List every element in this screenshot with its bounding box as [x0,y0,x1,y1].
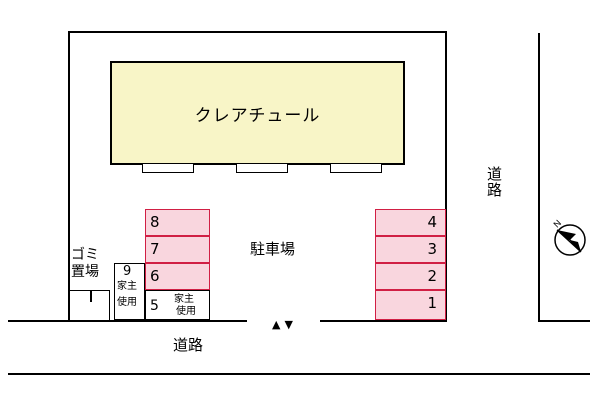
parking-slot-3: 3 [375,236,446,263]
balcony [142,164,194,173]
slot-number: 5 [150,298,159,314]
road-south-label: 道路 [173,336,204,354]
slot-number: 8 [150,213,160,231]
garbage-label: ゴミ 置場 [71,247,99,281]
owner-use-note: 使用 [176,306,196,317]
owner-use-note: 家主 [117,281,137,292]
parking-label: 駐車場 [250,240,296,258]
garbage-label-line: 置場 [71,264,99,280]
parking-slot-2: 2 [375,263,446,290]
road-east-label: 道路 [485,166,503,198]
owner-use-note: 使用 [117,297,137,308]
owner-use-note: 家主 [174,294,194,305]
parking-slot-4: 4 [375,209,446,236]
balcony [330,164,382,173]
road-south-edge-left [8,320,247,322]
garbage-enclosure [68,290,110,321]
building: クレアチュール [110,61,405,165]
compass-letter: N [551,218,563,230]
parking-slot-1: 1 [375,290,446,320]
road-east-corner [538,320,590,322]
balcony [236,164,288,173]
garbage-enclosure-divider [90,290,92,302]
slot-number: 3 [427,240,437,258]
parking-slot-5: 5 家主 使用 [145,290,210,320]
slot-number: 1 [427,294,437,312]
slot-number: 6 [150,267,160,285]
building-name: クレアチュール [194,105,321,126]
slot-number: 4 [427,213,437,231]
slot-number: 2 [427,267,437,285]
site-boundary [68,31,447,322]
parking-slot-7: 7 [145,236,210,263]
road-south-far-edge [8,373,590,375]
road-east-edge [538,33,540,321]
road-south-edge-right [320,320,446,322]
entrance-arrows: ▲▼ [272,318,297,331]
slot-number: 7 [150,240,160,258]
garbage-label-line: ゴミ [71,247,99,263]
slot-number: 9 [123,264,132,279]
north-compass-icon: N [551,218,586,256]
parking-slot-9: 9 家主 使用 [114,263,145,320]
parking-slot-8: 8 [145,209,210,236]
parking-slot-6: 6 [145,263,210,290]
